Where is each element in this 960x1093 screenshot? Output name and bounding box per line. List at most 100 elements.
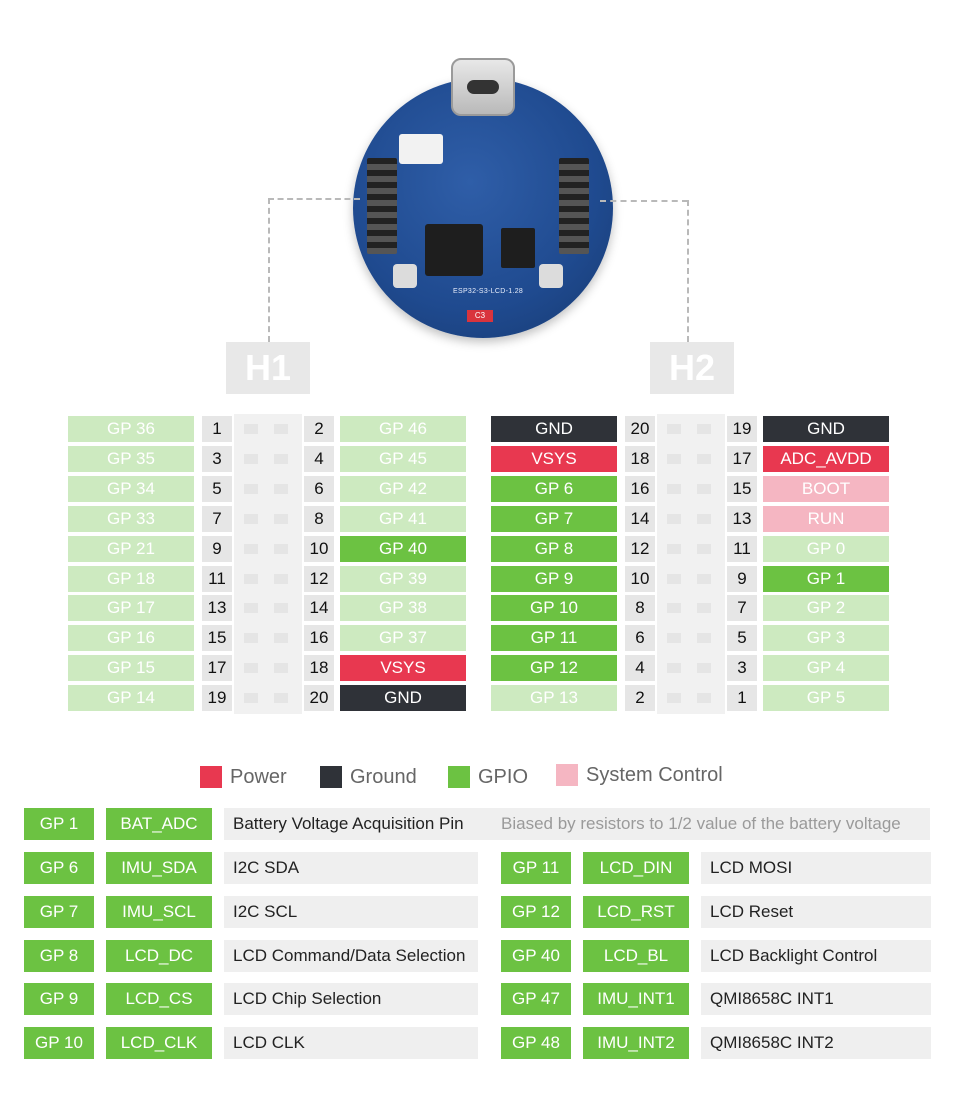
legend-gpio-swatch xyxy=(448,766,470,788)
func-signal-bat-adc: BAT_ADC xyxy=(106,808,212,840)
h2-pin-socket xyxy=(667,483,681,494)
h2-left-pin-number: 16 xyxy=(625,475,655,502)
legend-power-swatch xyxy=(200,766,222,788)
h2-right-pin-label: GP 3 xyxy=(763,625,889,652)
func-description: LCD Chip Selection xyxy=(224,983,478,1016)
h1-right-pin-number: 2 xyxy=(304,416,334,442)
h1-right-pin-label: GP 40 xyxy=(340,535,466,562)
h2-left-pin-label: GP 6 xyxy=(491,475,617,502)
h2-right-pin-label: ADC_AVDD xyxy=(763,445,889,472)
h2-pin-socket xyxy=(697,693,711,704)
h1-pin-socket xyxy=(274,453,288,464)
battery-connector xyxy=(399,134,443,164)
func-signal: IMU_INT2 xyxy=(583,1027,689,1060)
h2-right-pin-number: 11 xyxy=(727,535,757,562)
h1-left-pin-number: 5 xyxy=(202,475,232,502)
h2-pin-socket xyxy=(667,513,681,524)
h1-right-pin-label: GP 37 xyxy=(340,625,466,652)
h2-right-pin-label: GP 2 xyxy=(763,595,889,622)
h1-right-pin-label: GP 41 xyxy=(340,505,466,532)
func-pin: GP 47 xyxy=(501,983,571,1016)
h2-left-pin-number: 8 xyxy=(625,595,655,622)
h2-title: H2 xyxy=(650,342,734,394)
h1-left-pin-number: 1 xyxy=(202,416,232,442)
h2-pin-socket xyxy=(667,663,681,674)
h2-pin-socket xyxy=(697,543,711,554)
func-description: QMI8658C INT1 xyxy=(701,983,931,1016)
h2-left-pin-number: 10 xyxy=(625,565,655,592)
h1-pin-socket xyxy=(244,573,258,584)
h2-right-pin-label: GP 1 xyxy=(763,565,889,592)
func-pin: GP 6 xyxy=(24,852,94,884)
h2-right-pin-label: GP 4 xyxy=(763,655,889,682)
h2-right-pin-number: 15 xyxy=(727,475,757,502)
h2-left-pin-label: GP 12 xyxy=(491,655,617,682)
func-signal: LCD_DIN xyxy=(583,852,689,884)
h1-left-pin-number: 17 xyxy=(202,655,232,682)
h2-right-pin-label: GP 5 xyxy=(763,685,889,712)
h1-right-pin-number: 8 xyxy=(304,505,334,532)
h1-pin-socket xyxy=(244,483,258,494)
h2-right-pin-label: GND xyxy=(763,416,889,442)
h1-right-pin-label: GP 39 xyxy=(340,565,466,592)
h1-pin-socket xyxy=(244,453,258,464)
h1-left-pin-number: 13 xyxy=(202,595,232,622)
h2-right-pin-label: GP 0 xyxy=(763,535,889,562)
h1-pin-socket xyxy=(274,663,288,674)
h1-right-pin-number: 14 xyxy=(304,595,334,622)
h1-right-pin-label: GND xyxy=(340,685,466,712)
h1-left-pin-number: 7 xyxy=(202,505,232,532)
h1-title: H1 xyxy=(226,342,310,394)
h1-left-pin-label: GP 15 xyxy=(68,655,194,682)
h1-left-pin-number: 11 xyxy=(202,565,232,592)
h2-right-pin-number: 5 xyxy=(727,625,757,652)
h1-left-pin-number: 19 xyxy=(202,685,232,712)
h1-pin-socket xyxy=(274,633,288,644)
func-pin: GP 40 xyxy=(501,939,571,972)
h1-left-pin-label: GP 18 xyxy=(68,565,194,592)
h2-pin-socket xyxy=(667,693,681,704)
h2-left-pin-label: GP 10 xyxy=(491,595,617,622)
h2-left-pin-number: 20 xyxy=(625,416,655,442)
h2-pin-socket xyxy=(697,573,711,584)
flash-chip xyxy=(501,228,535,268)
h1-leader-vertical xyxy=(268,198,270,342)
h2-pin-socket xyxy=(697,483,711,494)
h2-right-pin-number: 7 xyxy=(727,595,757,622)
func-pin-gp1: GP 1 xyxy=(24,808,94,840)
func-pin: GP 8 xyxy=(24,939,94,972)
h1-right-pin-number: 10 xyxy=(304,535,334,562)
h2-right-pin-number: 17 xyxy=(727,445,757,472)
h1-right-pin-number: 16 xyxy=(304,625,334,652)
esp32-chip xyxy=(425,224,483,276)
func-description: LCD Command/Data Selection xyxy=(224,939,478,972)
h1-right-pin-label: GP 38 xyxy=(340,595,466,622)
h1-left-pin-number: 9 xyxy=(202,535,232,562)
h2-pin-socket xyxy=(667,424,681,434)
legend-power-label: Power xyxy=(230,766,287,788)
h2-left-pin-label: GP 7 xyxy=(491,505,617,532)
h2-left-pin-number: 14 xyxy=(625,505,655,532)
h2-pin-socket xyxy=(667,573,681,584)
legend-gpio-label: GPIO xyxy=(478,766,529,788)
h2-right-pin-label: RUN xyxy=(763,505,889,532)
h1-pin-socket xyxy=(274,603,288,614)
h1-pin-socket xyxy=(274,693,288,704)
func-desc-bat-adc-text: Battery Voltage Acquisition Pin xyxy=(233,814,464,833)
func-signal: IMU_SCL xyxy=(106,895,212,928)
func-signal: LCD_BL xyxy=(583,939,689,972)
h1-right-pin-number: 20 xyxy=(304,685,334,712)
h2-right-pin-number: 3 xyxy=(727,655,757,682)
h1-pin-socket xyxy=(244,663,258,674)
h2-left-pin-label: VSYS xyxy=(491,445,617,472)
legend-system-control-swatch xyxy=(556,764,578,786)
h1-pin-socket xyxy=(274,573,288,584)
func-pin: GP 48 xyxy=(501,1027,571,1060)
h2-right-pin-number: 19 xyxy=(727,416,757,442)
func-description: I2C SCL xyxy=(224,895,478,928)
h1-right-pin-label: GP 42 xyxy=(340,475,466,502)
h1-left-pin-label: GP 16 xyxy=(68,625,194,652)
usb-c-connector xyxy=(451,58,515,116)
h1-left-pin-number: 3 xyxy=(202,445,232,472)
func-signal: IMU_INT1 xyxy=(583,983,689,1016)
